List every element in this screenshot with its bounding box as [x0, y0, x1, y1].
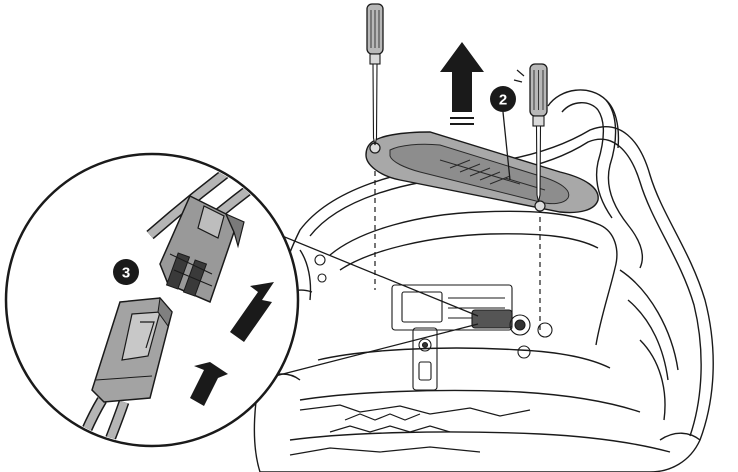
- callout-2: 2: [490, 86, 516, 181]
- vehicle-body: [253, 89, 714, 472]
- up-arrow-icon: [440, 42, 484, 125]
- alignment-lines: [374, 153, 541, 330]
- push-arrow-icon: [190, 362, 228, 406]
- female-connector: [91, 296, 173, 403]
- callout-3-label: 3: [122, 265, 130, 282]
- interior-details: [289, 254, 553, 456]
- screwdriver-icon: [529, 63, 548, 203]
- callout-3: 3: [113, 259, 139, 285]
- screwdriver-icon: [366, 3, 384, 146]
- push-arrow-icon: [230, 282, 274, 342]
- motion-lines: [513, 69, 525, 83]
- male-connector: [159, 194, 245, 304]
- callout-2-label: 2: [499, 92, 507, 109]
- magnifier-leader: [247, 221, 479, 384]
